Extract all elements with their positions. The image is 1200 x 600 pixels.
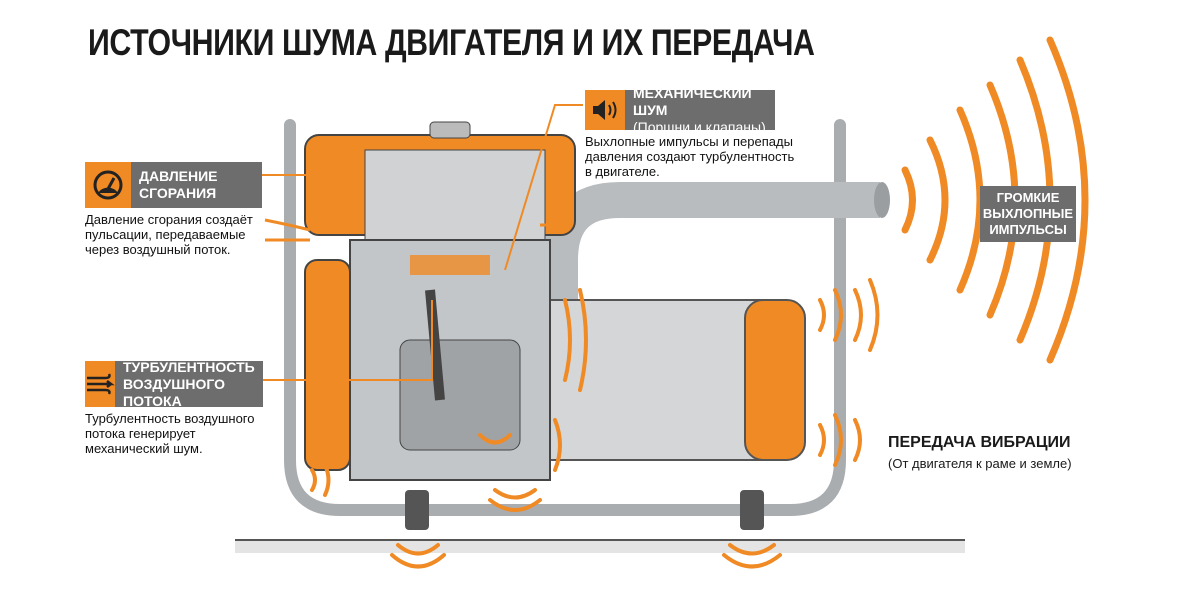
callout-title: ТУРБУЛЕНТНОСТЬ [123, 358, 255, 375]
gauge-icon [85, 162, 131, 208]
wind-icon [85, 361, 115, 407]
vibration-waves [310, 278, 880, 569]
callout-desc: давления создают турбулентность [585, 149, 795, 164]
vibration-subtitle: (От двигателя к раме и земле) [888, 456, 1072, 471]
callout-title: ДАВЛЕНИЕ [139, 168, 218, 184]
callout-title: МЕХАНИЧЕСКИЙ ШУМ [633, 84, 752, 118]
exhaust-label-line: ГРОМКИЕ [996, 190, 1060, 205]
exhaust-label-line: ВЫХЛОПНЫЕ [982, 206, 1074, 221]
callout-subtitle: (Поршни и клапаны) [633, 118, 766, 135]
callout-desc: Турбулентность воздушного [85, 411, 255, 426]
vibration-title: ПЕРЕДАЧА ВИБРАЦИИ [888, 434, 1071, 451]
exhaust-label-line: ИМПУЛЬСЫ [989, 222, 1067, 237]
callout-desc: Давление сгорания создаёт [85, 212, 253, 227]
callout-desc: в двигателе. [585, 164, 660, 179]
ground [235, 539, 965, 553]
leader-lines [262, 104, 583, 381]
callout-desc: потока генерирует [85, 426, 196, 441]
callout-desc: через воздушный поток. [85, 242, 231, 257]
callout-desc: механический шум. [85, 441, 203, 456]
callout-mechanical-noise: МЕХАНИЧЕСКИЙ ШУМ(Поршни и клапаны) Выхло… [585, 85, 795, 179]
airflow-arrows [264, 218, 560, 242]
callout-desc: Выхлопные импульсы и перепады [585, 134, 793, 149]
callout-title: СГОРАНИЯ [139, 185, 217, 201]
speaker-icon [585, 90, 625, 130]
callout-title: ВОЗДУШНОГО ПОТОКА [123, 375, 225, 409]
alternator [539, 299, 806, 461]
callout-desc: пульсации, передаваемые [85, 227, 246, 242]
feet [405, 490, 764, 530]
page-title: ИСТОЧНИКИ ШУМА ДВИГАТЕЛЯ И ИХ ПЕРЕДАЧА [88, 22, 815, 63]
frame [284, 119, 846, 516]
exhaust-pipe [542, 182, 880, 300]
